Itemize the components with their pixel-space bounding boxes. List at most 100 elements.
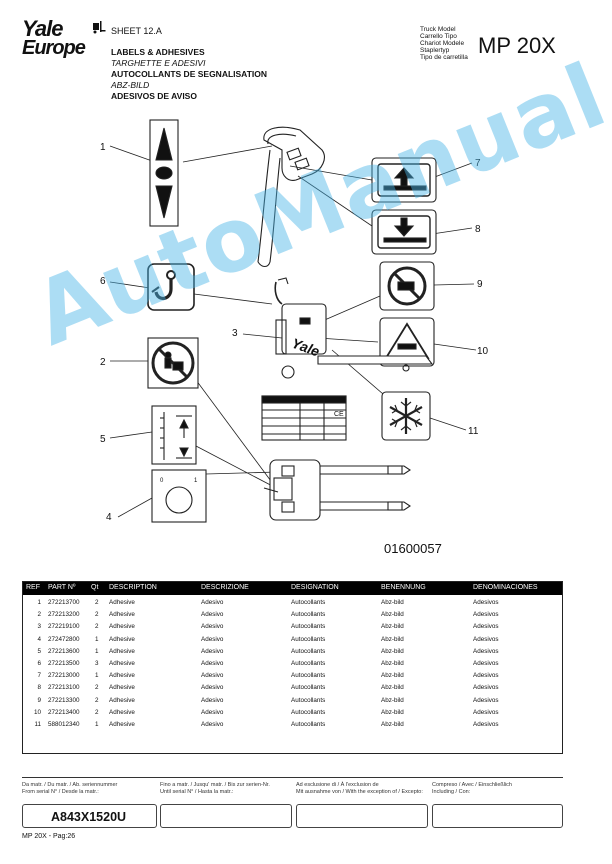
cell-denominaciones: Adesivos	[473, 623, 499, 631]
callout-10: 10	[477, 346, 489, 357]
cell-descrizione: Adesivo	[201, 659, 224, 667]
cell-ref: 1	[37, 599, 41, 606]
from-label-1: Da matr. / Du matr. / Ab. seriennummer	[22, 782, 118, 788]
cell-designation: Autocollants	[291, 599, 326, 606]
cell-designation: Autocollants	[291, 635, 326, 643]
cell-denominaciones: Adesivos	[473, 647, 499, 655]
cell-description: Adhesive	[109, 611, 135, 619]
cell-benennung: Abz-bild	[381, 599, 404, 606]
cell-descrizione: Adesivo	[201, 635, 224, 643]
cell-benennung: Abz-bild	[381, 708, 404, 716]
cell-qty: 2	[95, 623, 99, 631]
truck-model-label: Truck Model	[420, 26, 456, 33]
cell-part-no: 272213400	[48, 708, 80, 716]
cell-part-no: 588012340	[48, 720, 80, 728]
cell-benennung: Abz-bild	[381, 647, 404, 655]
label-2-no-riding-icon	[147, 337, 199, 389]
cell-description: Adhesive	[109, 623, 135, 631]
labels-diagram: 0 1	[100, 119, 489, 523]
cell-part-no: 272213700	[48, 599, 80, 606]
cell-ref: 10	[33, 708, 41, 716]
title-en: LABELS & ADHESIVES	[111, 47, 205, 57]
cell-denominaciones: Adesivos	[473, 684, 499, 692]
truck-model-labels: Truck Model Carrello Tipo Chariot Modele…	[420, 26, 468, 61]
cell-descrizione: Adesivo	[201, 708, 224, 716]
label-11-cold-storage-icon	[381, 391, 431, 441]
cell-part-no: 272213300	[48, 696, 80, 704]
cell-description: Adhesive	[109, 599, 135, 606]
cell-benennung: Abz-bild	[381, 720, 404, 728]
tiller-handle-drawing	[257, 126, 325, 268]
cell-designation: Autocollants	[291, 672, 326, 680]
sheet-titles: LABELS & ADHESIVES TARGHETTE E ADESIVI A…	[111, 47, 267, 102]
cell-qty: 1	[95, 672, 99, 680]
cell-description: Adhesive	[109, 696, 135, 704]
from-label-2: From serial N° / Desde la matr.:	[22, 789, 99, 795]
label-9-no-riding-icon	[379, 261, 435, 311]
parts-table: REF PART Nº Qt DESCRIPTION DESCRIZIONE D…	[22, 581, 563, 754]
brand-logo-europe: Europe	[22, 37, 86, 59]
cell-benennung: Abz-bild	[381, 659, 404, 667]
callout-6: 6	[100, 276, 106, 287]
cell-benennung: Abz-bild	[381, 611, 404, 619]
truck-model-label: Carrello Tipo	[420, 33, 457, 40]
except-label-1: Ad esclusione di / À l'exclusion de	[296, 782, 379, 788]
cell-qty: 1	[95, 720, 99, 728]
until-label-1: Fino a matr. / Jusqu' matr. / Bis zur se…	[160, 782, 270, 788]
cell-benennung: Abz-bild	[381, 696, 404, 704]
cell-denominaciones: Adesivos	[473, 708, 499, 716]
truck-model-label: Tipo de carretilla	[420, 54, 468, 61]
cell-part-no: 272213600	[48, 647, 80, 655]
cell-benennung: Abz-bild	[381, 623, 404, 631]
cell-qty: 2	[95, 684, 99, 692]
cell-qty: 2	[95, 611, 99, 619]
cell-description: Adhesive	[109, 647, 135, 655]
cell-ref: 5	[37, 647, 41, 655]
col-descrizione: DESCRIZIONE	[201, 584, 249, 591]
including-labels: Compreso / Avec / Einschließlich Includi…	[432, 782, 512, 796]
cell-description: Adhesive	[109, 708, 135, 716]
cell-denominaciones: Adesivos	[473, 696, 499, 704]
cell-designation: Autocollants	[291, 696, 326, 704]
callout-numbers: 1 2 3 4 5 6 7 8 9 10 11	[100, 142, 489, 523]
cell-qty: 1	[95, 635, 99, 643]
cell-part-no: 272213000	[48, 672, 80, 680]
col-qty: Qt	[91, 584, 99, 591]
callout-2: 2	[100, 357, 106, 368]
except-label-2: Mit ausnahme von / With the exception of…	[296, 789, 423, 795]
truck-model-label: Staplertyp	[420, 47, 450, 54]
drawing-number: 01600057	[384, 541, 442, 556]
svg-text:0: 0	[160, 478, 164, 484]
including-label-1: Compreso / Avec / Einschließlich	[432, 782, 512, 788]
label-4-battery-indicator-icon: 0 1	[151, 469, 207, 523]
callout-3: 3	[232, 328, 238, 339]
callout-9: 9	[477, 279, 483, 290]
callout-1: 1	[100, 142, 106, 153]
cell-denominaciones: Adesivos	[473, 720, 499, 728]
page-number: MP 20X - Pag:26	[22, 833, 76, 840]
cell-benennung: Abz-bild	[381, 635, 404, 643]
label-7-lift-up-icon	[371, 157, 437, 203]
col-description: DESCRIPTION	[109, 584, 157, 591]
cell-descrizione: Adesivo	[201, 696, 224, 704]
cell-part-no: 272219100	[48, 623, 80, 631]
cell-designation: Autocollants	[291, 623, 326, 631]
cell-descrizione: Adesivo	[201, 720, 224, 728]
cell-qty: 2	[95, 696, 99, 704]
cell-designation: Autocollants	[291, 659, 326, 667]
cell-descrizione: Adesivo	[201, 647, 224, 655]
leader-lines	[109, 145, 477, 518]
cell-part-no: 272213500	[48, 659, 80, 667]
col-ref: REF	[26, 584, 40, 591]
svg-text:1: 1	[194, 478, 198, 484]
label-10-crush-warning-icon	[379, 317, 435, 367]
cell-descrizione: Adesivo	[201, 684, 224, 692]
title-fr: AUTOCOLLANTS DE SEGNALISATION	[111, 69, 267, 79]
